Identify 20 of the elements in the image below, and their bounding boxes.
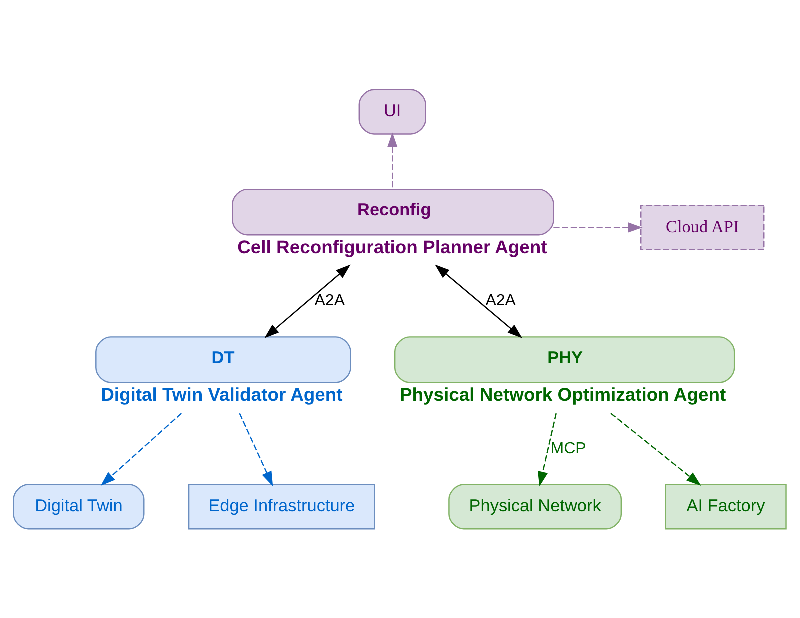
node-label: Digital Twin Validator Agent <box>101 384 343 405</box>
arrow <box>554 222 643 232</box>
node-box: AI Factory <box>665 484 787 530</box>
arrow <box>435 264 522 338</box>
arrow <box>239 412 274 486</box>
node-box: Physical Network <box>448 484 622 530</box>
node-box: Cloud API <box>640 204 765 250</box>
arrow <box>610 412 702 486</box>
arrow <box>538 412 557 486</box>
node-box: Digital Twin <box>13 484 145 530</box>
edge-label: A2A <box>314 292 345 310</box>
edge-label: A2A <box>486 292 516 310</box>
node-box: Edge Infrastructure <box>188 484 376 530</box>
node-label: Cell Reconfiguration Planner Agent <box>238 236 548 258</box>
node-label: Physical Network Optimization Agent <box>400 384 726 405</box>
arrow <box>100 412 182 486</box>
arrow <box>387 132 398 189</box>
arrow <box>264 264 351 338</box>
node-box: UI <box>358 88 426 134</box>
edge-label: MCP <box>550 440 586 457</box>
